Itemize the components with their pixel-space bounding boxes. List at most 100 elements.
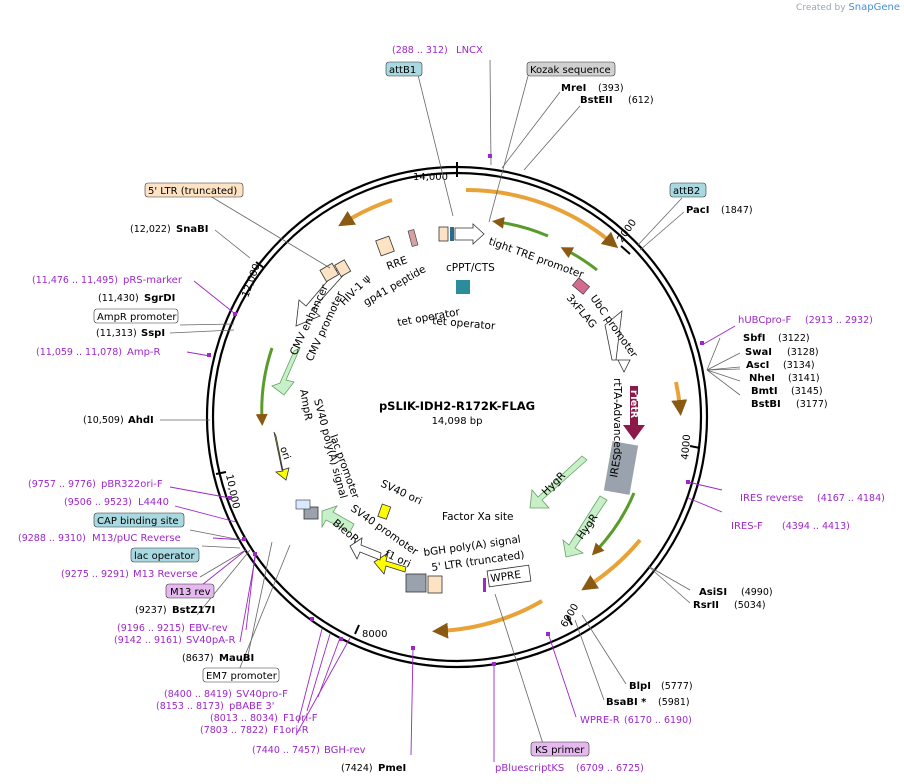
tick-6000: 6000 — [559, 602, 581, 630]
box-kozak: Kozak sequence — [530, 65, 611, 76]
pos-mrei: (393) — [598, 83, 624, 94]
cmv-arrow — [295, 263, 349, 327]
pos-hubcpro: (2913 .. 2932) — [805, 315, 873, 326]
rre-block — [375, 235, 395, 257]
tre-block — [450, 227, 454, 241]
tick-12000: 12,000 — [240, 262, 262, 299]
pos-f1ori-r: (7803 .. 7822) — [200, 725, 268, 736]
pos-ires-f: (4394 .. 4413) — [782, 521, 850, 532]
pos-snabi: (12,022) — [130, 224, 171, 235]
label-ori: ori — [277, 445, 292, 461]
label-ires: IRES — [608, 453, 624, 479]
label-hygr-2: HygR — [575, 512, 601, 542]
box-ks-primer: KS primer — [535, 745, 585, 756]
pos-sbfi: (3122) — [778, 333, 810, 344]
ltr-small-block — [427, 575, 443, 594]
primer-f1ori-f: F1ori-F — [283, 713, 318, 724]
site-mrei: MreI — [561, 83, 586, 94]
pos-ahdi: (10,509) — [83, 415, 124, 426]
primer-m13puc: M13/pUC Reverse — [92, 533, 181, 544]
site-asisi: AsiSI — [699, 587, 727, 598]
box-cap-binding: CAP binding site — [97, 516, 179, 527]
primer-lncx: LNCX — [456, 45, 483, 56]
site-maubi: MauBI — [219, 653, 254, 664]
pos-bstbi: (3177) — [796, 399, 828, 410]
box-attb1: attB1 — [389, 65, 416, 76]
leader-lines — [160, 59, 741, 751]
primer-ebv-rev: EBV-rev — [189, 623, 228, 634]
pos-pbr322ori: (9757 .. 9776) — [28, 479, 96, 490]
primer-ires-reverse: IRES reverse — [740, 493, 803, 504]
pos-bgh-rev: (7440 .. 7457) — [252, 745, 320, 756]
plasmid-name: pSLIK-IDH2-R172K-FLAG — [379, 399, 535, 413]
pos-asci: (3134) — [783, 360, 815, 371]
primer-wpre-r: WPRE-R — [580, 715, 620, 726]
left-site-labels: (288 .. 312) LNCX (12,022) SnaBI (11,476… — [18, 45, 483, 774]
site-sspi: SspI — [141, 328, 165, 339]
site-pmei: PmeI — [378, 763, 406, 774]
site-swai: SwaI — [745, 347, 772, 358]
site-bsteii: BstEII — [580, 95, 613, 106]
label-factor-xa: Factor Xa site — [442, 511, 513, 523]
primer-l4440: L4440 — [138, 497, 169, 508]
pos-bsteii: (612) — [628, 95, 654, 106]
box-m13-rev: M13 rev — [170, 587, 211, 598]
tick-8000: 8000 — [362, 629, 387, 640]
sv40-promoter-arrow — [349, 537, 382, 561]
pos-pbluescriptks: (6709 .. 6725) — [576, 763, 644, 774]
tick-4000: 4000 — [680, 434, 693, 460]
plasmid-length: 14,098 bp — [432, 416, 483, 427]
gp41-block — [407, 229, 419, 247]
ltr-block-left — [319, 262, 340, 283]
pos-amp-r: (11,059 .. 11,078) — [36, 347, 122, 358]
site-bmti: BmtI — [751, 386, 778, 397]
primer-hubcpro: hUBCpro-F — [738, 315, 791, 326]
hygr-arrow-1 — [529, 455, 588, 509]
label-tet-op-2: tet operator — [432, 315, 497, 333]
site-ahdi: AhdI — [128, 415, 154, 426]
pos-lncx: (288 .. 312) — [392, 45, 448, 56]
primer-sv40pro-f: SV40pro-F — [236, 689, 288, 700]
green-arcs — [255, 216, 636, 556]
box-ampr-promoter: AmpR promoter — [97, 312, 177, 323]
pos-sv40pa-r: (9142 .. 9161) — [114, 635, 182, 646]
site-nhei: NheI — [749, 373, 775, 384]
pos-pbabe3: (8153 .. 8173) — [156, 701, 224, 712]
pos-maubi: (8637) — [182, 653, 214, 664]
site-snabi: SnaBI — [176, 224, 208, 235]
label-rre: RRE — [385, 254, 409, 273]
sv40-ori-block — [377, 503, 392, 520]
primer-bgh-rev: BGH-rev — [324, 745, 366, 756]
site-sbfi: SbfI — [743, 333, 765, 344]
pos-nhei: (3141) — [788, 373, 820, 384]
site-sgrdi: SgrDI — [144, 293, 175, 304]
pos-ires-reverse: (4167 .. 4184) — [817, 493, 885, 504]
ampr-arrow — [271, 347, 301, 396]
ubc-promoter-arrow — [604, 310, 631, 373]
f1-ori-arrow — [373, 552, 407, 575]
box-attb2: attB2 — [673, 186, 700, 197]
pos-sspi: (11,313) — [96, 328, 137, 339]
label-wpre: WPRE — [490, 569, 522, 585]
label-rtetr: rTetR — [628, 390, 639, 419]
boxed-labels: attB1 Kozak sequence attB2 5' LTR (trunc… — [93, 61, 707, 757]
pos-sgrdi: (11,430) — [98, 293, 139, 304]
box-lac-operator: lac operator — [134, 551, 195, 562]
label-hygr-1: HygR — [540, 470, 568, 498]
ires-block — [603, 441, 639, 495]
cppt-block — [438, 226, 449, 242]
tight-tre-arrow — [454, 223, 485, 245]
site-bstz17i: BstZ17I — [172, 605, 215, 616]
primer-sv40pa-r: SV40pA-R — [186, 635, 235, 646]
tick-marks — [215, 162, 701, 635]
psi-block — [334, 259, 352, 278]
pos-rsrii: (5034) — [734, 600, 766, 611]
wpre-block — [486, 564, 532, 588]
inner-features — [271, 223, 645, 594]
pos-paci: (1847) — [721, 205, 753, 216]
primer-pbluescriptks: pBluescriptKS — [495, 763, 564, 774]
right-site-labels: MreI (393) BstEII (612) PacI (1847) hUBC… — [495, 83, 885, 774]
pos-bsabi: (5981) — [658, 697, 690, 708]
bleor-arrow — [321, 505, 355, 533]
site-bsabi: BsaBI * — [606, 697, 647, 708]
